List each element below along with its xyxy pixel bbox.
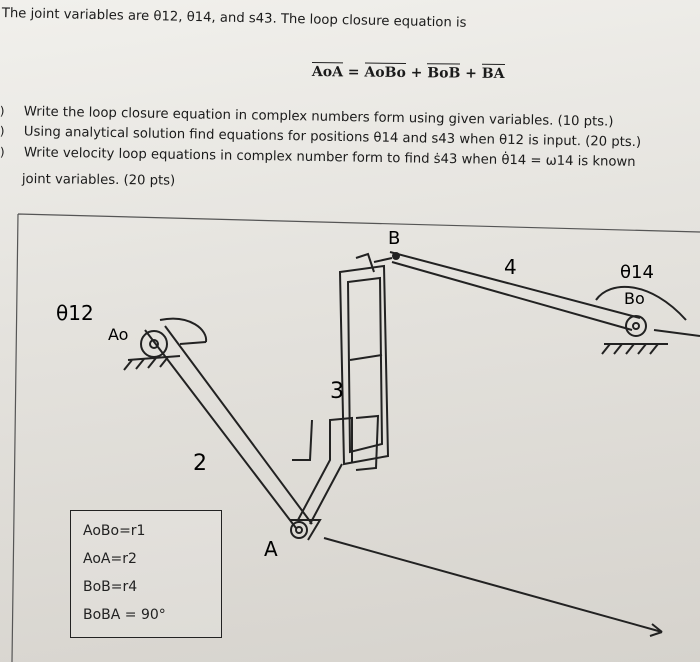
label-theta14: θ14 [620, 262, 654, 283]
pivot-Bo [595, 286, 700, 355]
label-A: A [264, 537, 278, 561]
legend-box: AoBo=r1 AoA=r2 BoB=r4 BoBA = 90° [70, 510, 222, 638]
label-B: B [388, 228, 400, 249]
link-2 [144, 325, 313, 529]
label-link-2: 2 [193, 451, 207, 476]
pivot-Ao [123, 317, 208, 371]
label-theta12: θ12 [56, 301, 94, 325]
link-4 [389, 251, 641, 331]
ground-arrow [649, 623, 663, 637]
legend-r1: AoBo=r1 [83, 523, 146, 539]
legend-r2: AoA=r2 [83, 551, 137, 567]
slider-3 [338, 252, 393, 466]
label-Ao: Ao [108, 325, 128, 344]
ground-line [323, 537, 663, 633]
legend-r4: BoB=r4 [83, 579, 138, 595]
label-link-4: 4 [504, 255, 517, 279]
legend-angle: BoBA = 90° [83, 607, 166, 623]
diagram-frame [11, 213, 700, 662]
piston-rod [292, 414, 380, 525]
label-link-3: 3 [330, 379, 344, 404]
label-Bo: Bo [624, 289, 645, 308]
pivot-A [290, 519, 322, 541]
